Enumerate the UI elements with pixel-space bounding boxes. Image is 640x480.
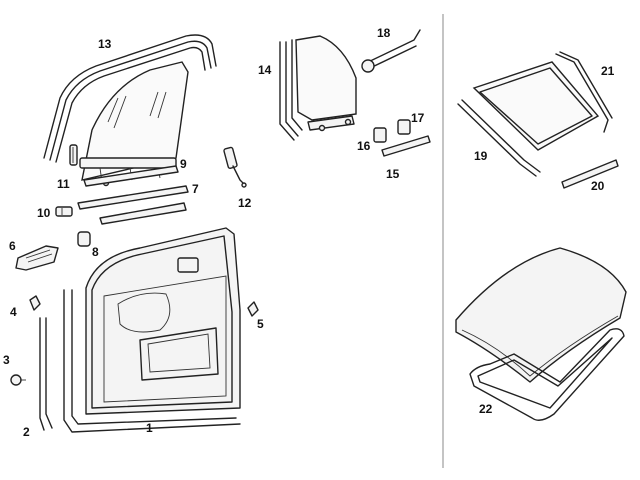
part-10-clip <box>55 206 73 217</box>
callout-17: 17 <box>411 111 425 125</box>
callout-labels: 1 2 3 4 5 6 7 8 9 10 11 12 13 14 15 16 1… <box>3 26 615 439</box>
callout-14: 14 <box>258 63 272 77</box>
part-5-clip <box>247 301 259 317</box>
part-16-pivot-block <box>373 127 387 143</box>
callout-5: 5 <box>257 317 264 331</box>
callout-1: 1 <box>146 421 153 435</box>
part-11-glass-clip <box>69 144 78 166</box>
part-7-inner-belt-strip <box>77 185 189 225</box>
part-12-lock-rod <box>223 146 247 188</box>
part-19-side-seal <box>457 99 541 177</box>
callout-20: 20 <box>591 179 605 193</box>
callout-16: 16 <box>357 139 371 153</box>
part-17-pivot-block <box>397 119 411 135</box>
callout-19: 19 <box>474 149 488 163</box>
part-3-plug <box>10 374 26 386</box>
callout-6: 6 <box>9 239 16 253</box>
callout-2: 2 <box>23 425 30 439</box>
callout-13: 13 <box>98 37 112 51</box>
callout-3: 3 <box>3 353 10 367</box>
part-8-bumper <box>77 231 91 247</box>
callout-9: 9 <box>180 157 187 171</box>
part-21-window-frame-glass <box>472 61 600 151</box>
part-1-door-seal <box>63 289 241 433</box>
part-22-lid-seal <box>469 328 625 421</box>
part-18-vent-rod <box>361 29 421 73</box>
callout-11: 11 <box>57 177 70 191</box>
callout-10: 10 <box>37 206 51 220</box>
callout-12: 12 <box>238 196 252 210</box>
part-21-top-seal <box>555 51 613 133</box>
part-15-vent-seal-strip <box>381 135 431 157</box>
part-14-vent-seal <box>279 39 303 141</box>
callout-4: 4 <box>10 305 17 319</box>
part-9-belt-strip <box>83 165 179 187</box>
callout-18: 18 <box>377 26 391 40</box>
callout-21: 21 <box>601 64 615 78</box>
part-6-door-handle <box>15 245 59 271</box>
part-13-window-channel-seal <box>43 34 217 163</box>
callout-8: 8 <box>92 245 99 259</box>
vent-window-glass <box>295 35 357 132</box>
part-20-bottom-seal <box>561 159 619 189</box>
callout-7: 7 <box>192 182 199 196</box>
callout-22: 22 <box>479 402 493 416</box>
callout-15: 15 <box>386 167 400 181</box>
part-2-weatherstrip <box>39 317 53 431</box>
part-4-clip <box>29 295 41 311</box>
part-1-door-shell <box>85 227 241 415</box>
